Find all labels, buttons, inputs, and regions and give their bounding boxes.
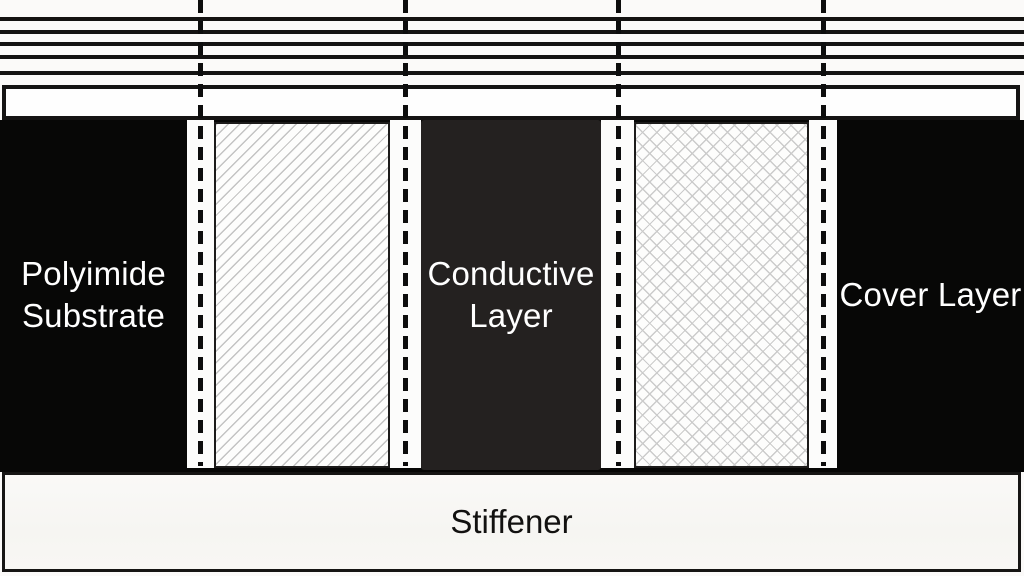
polyimide-substrate-label: Polyimide Substrate [21,255,166,334]
diagonal-hatch-panel [214,122,390,468]
stiffener-band: Stiffener [2,472,1021,572]
top-white-band [2,85,1020,120]
cover-layer-label: Cover Layer [839,276,1022,313]
dashed-separator-3 [616,0,621,466]
dashed-separator-1 [198,0,203,466]
horizontal-hatch-line-1 [0,17,1024,21]
stiffener-label: Stiffener [450,503,573,540]
dashed-separator-2 [403,0,408,466]
polyimide-substrate-block: Polyimide Substrate [0,120,187,470]
horizontal-hatch-line-3 [0,42,1024,46]
conductive-layer-label: Conductive Layer [427,255,595,334]
horizontal-hatch-line-4 [0,55,1024,59]
conductive-layer-block: Conductive Layer [421,120,601,470]
cover-layer-block: Cover Layer [837,120,1024,470]
horizontal-hatch-line-2 [0,30,1024,34]
dashed-separator-4 [821,0,826,466]
cross-hatch-panel [634,122,809,468]
horizontal-hatch-line-5 [0,71,1024,75]
layer-stack-body: Polyimide Substrate Conductive Layer Cov… [0,120,1024,472]
